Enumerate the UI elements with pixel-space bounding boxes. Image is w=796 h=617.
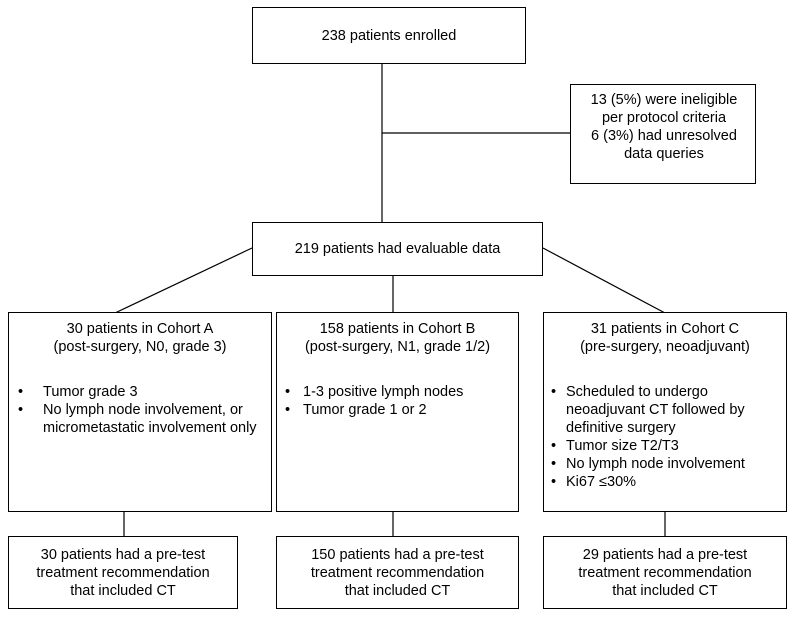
cohort-c-result-box: 29 patients had a pre-test treatment rec…: [543, 536, 787, 609]
cohort-b-title: 158 patients in Cohort B: [319, 321, 476, 337]
result-line: 29 patients had a pre-test: [582, 546, 748, 563]
result-line: treatment recommendation: [578, 564, 752, 581]
evaluable-text: 219 patients had evaluable data: [294, 241, 501, 257]
cohort-b-result-box: 150 patients had a pre-test treatment re…: [276, 536, 519, 609]
exclusion-line: per protocol criteria: [601, 110, 727, 126]
result-line: that included CT: [70, 582, 176, 599]
cohort-c-box: 31 patients in Cohort C (pre-surgery, ne…: [543, 312, 787, 512]
connector-evaluable-to-cohort-a: [114, 247, 253, 314]
cohort-c-title: 31 patients in Cohort C: [590, 321, 740, 337]
result-line: 30 patients had a pre-test: [40, 546, 206, 563]
cohort-a-subtitle: (post-surgery, N0, grade 3): [53, 339, 227, 355]
enrolled-text: 238 patients enrolled: [321, 27, 457, 44]
criteria-item: No lymph node involvement, or micrometas…: [9, 401, 271, 437]
criteria-item: No lymph node involvement: [544, 455, 786, 473]
cohort-c-criteria: Scheduled to undergo neoadjuvant CT foll…: [544, 383, 786, 491]
enrolled-box: 238 patients enrolled: [252, 7, 526, 64]
criteria-item: Scheduled to undergo neoadjuvant CT foll…: [544, 383, 786, 437]
evaluable-box: 219 patients had evaluable data: [252, 222, 543, 276]
criteria-item: Tumor grade 3: [9, 383, 271, 401]
exclusion-line: 6 (3%) had unresolved: [591, 128, 737, 144]
result-line: treatment recommendation: [36, 564, 210, 581]
criteria-item: Ki67 ≤30%: [544, 473, 786, 491]
exclusion-line: data queries: [624, 146, 704, 162]
exclusion-box: 13 (5%) were ineligible per protocol cri…: [570, 84, 756, 184]
criteria-item: Tumor size T2/T3: [544, 437, 786, 455]
result-line: treatment recommendation: [310, 564, 485, 581]
result-line: 150 patients had a pre-test: [311, 546, 484, 563]
criteria-item: 1-3 positive lymph nodes: [277, 383, 518, 401]
cohort-a-result-box: 30 patients had a pre-test treatment rec…: [8, 536, 238, 609]
criteria-item: Tumor grade 1 or 2: [277, 401, 518, 419]
cohort-b-subtitle: (post-surgery, N1, grade 1/2): [304, 339, 491, 355]
cohort-a-box: 30 patients in Cohort A (post-surgery, N…: [8, 312, 272, 512]
result-line: that included CT: [612, 582, 718, 599]
cohort-a-title: 30 patients in Cohort A: [66, 321, 214, 337]
exclusion-line: 13 (5%) were ineligible: [590, 92, 738, 108]
cohort-a-criteria: Tumor grade 3 No lymph node involvement,…: [9, 383, 271, 437]
connector-evaluable-to-cohort-c: [542, 247, 666, 314]
result-line: that included CT: [344, 582, 451, 599]
cohort-b-box: 158 patients in Cohort B (post-surgery, …: [276, 312, 519, 512]
cohort-c-subtitle: (pre-surgery, neoadjuvant): [580, 339, 750, 355]
cohort-b-criteria: 1-3 positive lymph nodes Tumor grade 1 o…: [277, 383, 518, 419]
